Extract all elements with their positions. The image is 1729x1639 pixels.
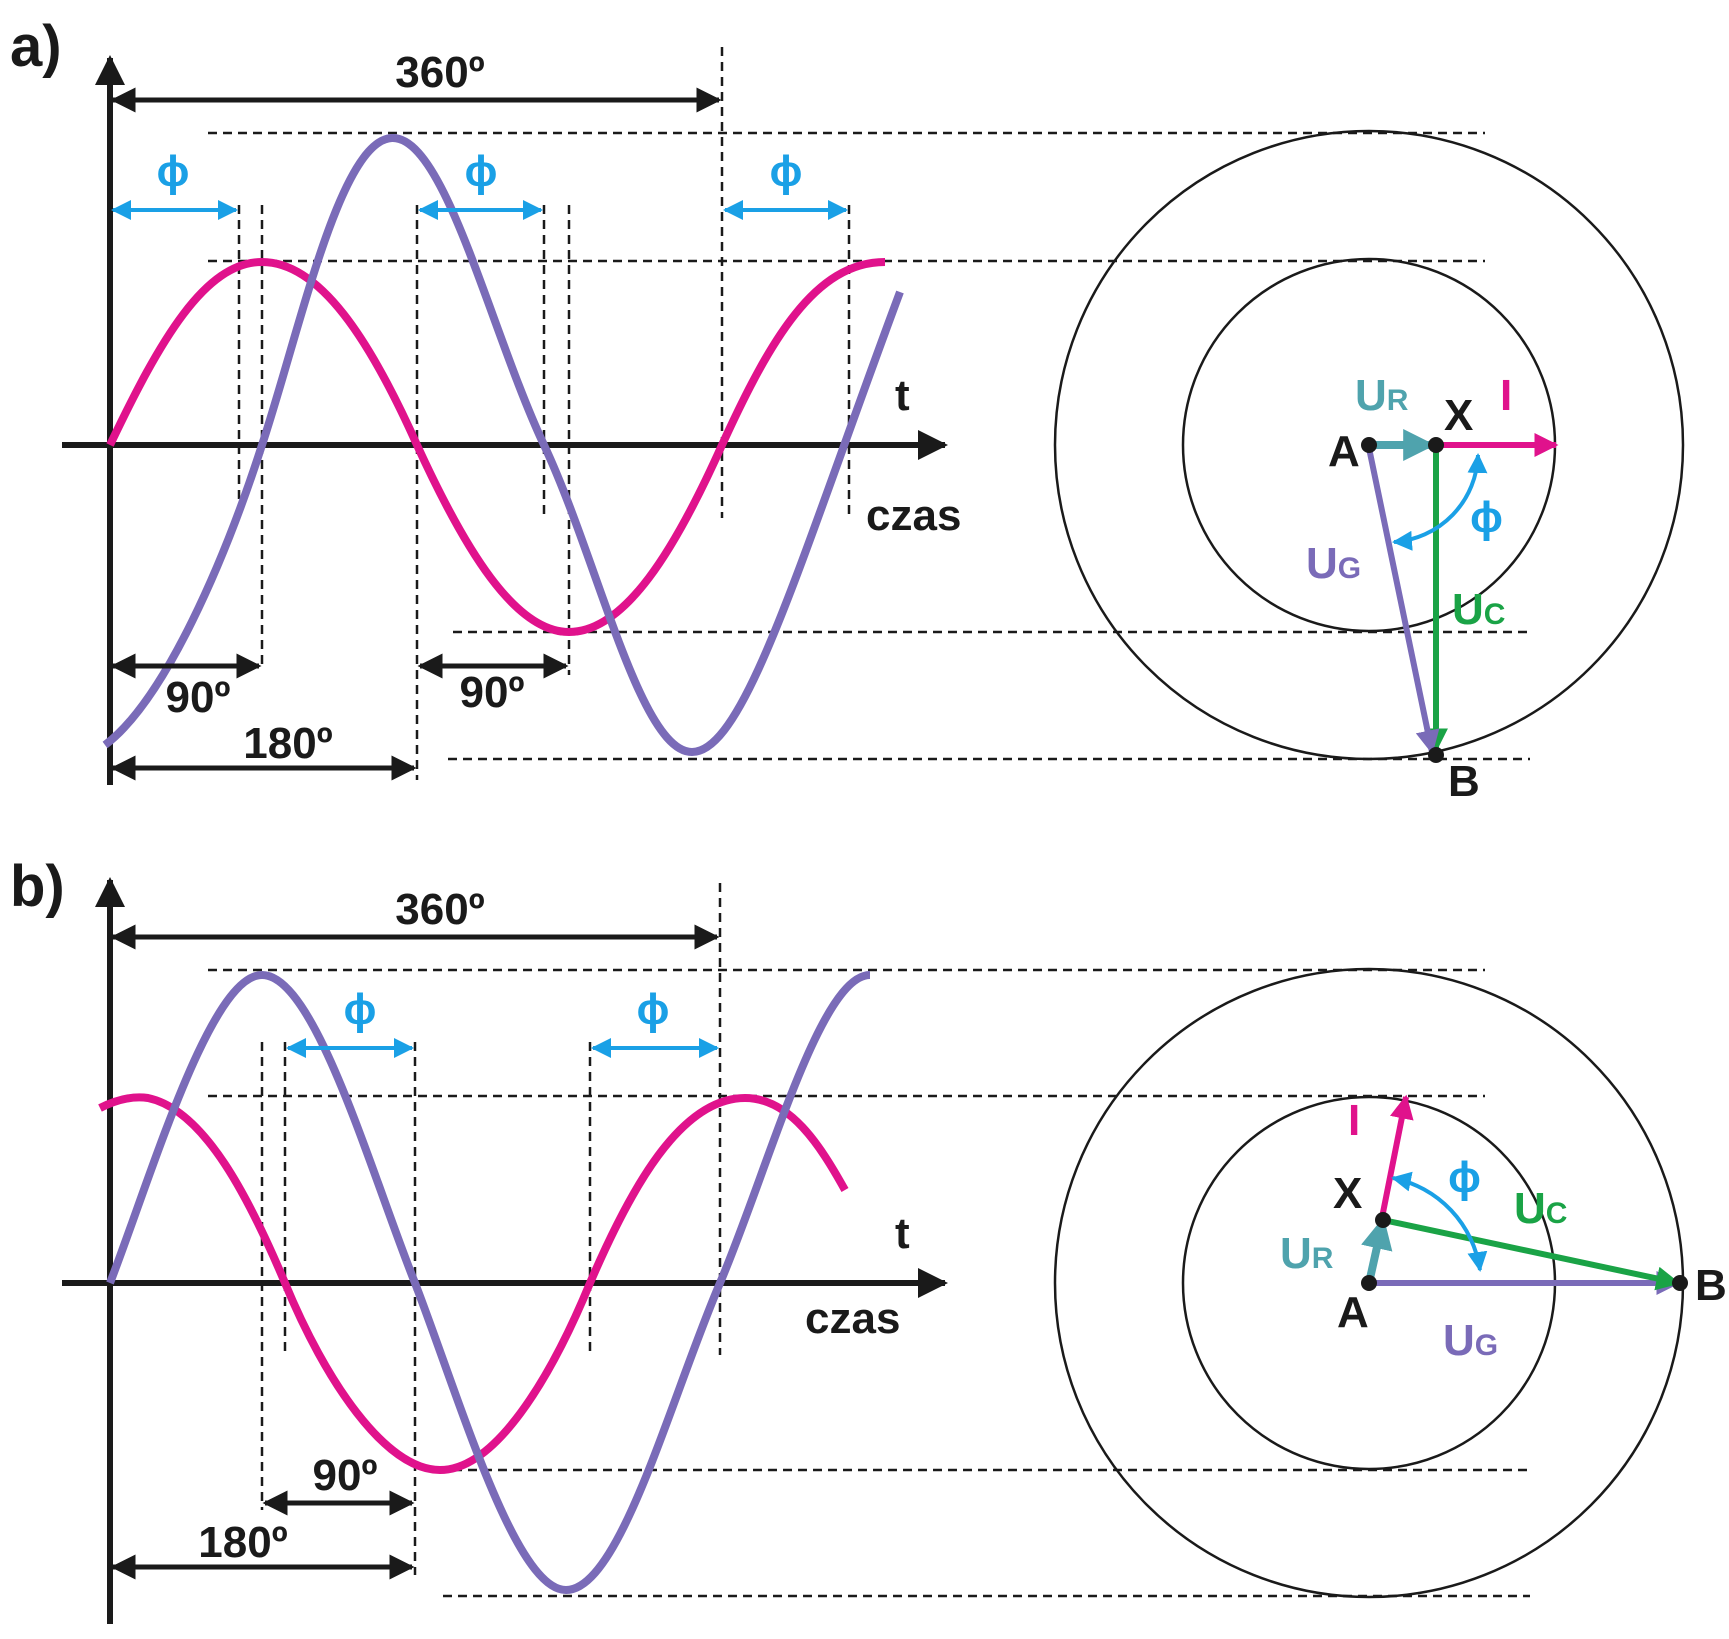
panel-b: b) ϕ ϕ 360º 90º [10,854,1727,1624]
panel-a-uc-sub: C [1484,598,1506,631]
panel-b-czas-label: czas [805,1294,900,1343]
panel-b-ug-main: U [1443,1316,1475,1365]
panel-a-phasor: A X B I UR UG UC ϕ [1053,129,1685,806]
panel-a-ug-main: U [1306,539,1338,588]
panel-b-ur-main: U [1280,1229,1312,1278]
panel-b-label: b) [10,854,65,919]
panel-b-phi-label-2: ϕ [637,985,670,1034]
panel-b-point-b-dot [1672,1275,1688,1291]
panel-b-point-b: B [1695,1261,1727,1310]
panel-a-t-label: t [895,371,910,420]
panel-b-ur-label: UR [1280,1229,1334,1278]
panel-a-ur-label: UR [1355,371,1409,420]
panel-b-current-label: I [1348,1096,1360,1145]
panel-a-ug-label: UG [1306,539,1361,588]
panel-b-current-wave [98,1093,849,1475]
panel-a-point-a: A [1328,427,1360,476]
panel-b-t-label: t [895,1209,910,1258]
panel-a-current-wave [106,257,886,637]
panel-b-generator-wave [106,970,871,1595]
panel-b-uc-sub: C [1546,1197,1568,1230]
panel-a-point-a-dot [1361,437,1377,453]
panel-a-point-x-dot [1428,437,1444,453]
panel-a-point-b-dot [1428,747,1444,763]
panel-a-360-label: 360º [395,48,484,97]
panel-b-axes [62,877,948,1624]
panel-a-generator-phasor [1366,447,1440,755]
panel-b-phi-arc [1391,1171,1488,1272]
panel-a-phi-arc [1392,453,1488,551]
panel-b-guides [208,883,1530,1598]
panel-b-360-label: 360º [395,885,484,934]
panel-b-uc-main: U [1514,1184,1546,1233]
panel-a-point-b: B [1448,757,1480,806]
panel-a-current-label: I [1500,371,1512,420]
panel-a-uc-label: UC [1452,585,1505,634]
panel-a-ur-sub: R [1387,384,1409,417]
panel-b-point-a: A [1337,1288,1369,1337]
panel-b-point-x: X [1333,1169,1362,1218]
panel-a-90-label-1: 90º [165,673,230,722]
panel-a-ug-sub: G [1338,552,1361,585]
panel-a-label: a) [10,14,62,79]
panel-a-180-label: 180º [243,719,332,768]
panel-a-czas-label: czas [866,491,961,540]
panel-b-phasor: A X B I UR UG UC ϕ [1053,967,1727,1599]
panel-a-phi-angle: ϕ [1470,493,1503,542]
panel-a-outer-circle [1053,129,1685,761]
panel-a-uc-main: U [1452,585,1484,634]
panel-a-phi-label-2: ϕ [465,147,498,196]
panel-b-uc-label: UC [1514,1184,1567,1233]
panel-a-ur-main: U [1355,371,1387,420]
panel-a-90-label-2: 90º [459,668,524,717]
panel-a: a) ϕ ϕ ϕ [10,14,1685,806]
panel-b-ug-sub: G [1475,1329,1498,1362]
panel-b-ug-label: UG [1443,1316,1498,1365]
panel-b-90-label: 90º [312,1451,377,1500]
panel-b-phi-angle: ϕ [1448,1153,1481,1202]
panel-a-phi-label-3: ϕ [770,147,803,196]
panel-b-phi-label-1: ϕ [344,985,377,1034]
panel-b-dims [110,924,720,1580]
panel-a-dims [110,87,722,781]
panel-a-axes [62,55,948,785]
panel-a-phi-label-1: ϕ [157,147,190,196]
panel-b-point-x-dot [1375,1212,1391,1228]
panel-b-180-label: 180º [198,1518,287,1567]
panel-b-point-a-dot [1361,1275,1377,1291]
panel-b-resistor-phasor [1361,1216,1393,1284]
panel-a-generator-wave [102,133,904,757]
panel-b-ur-sub: R [1312,1242,1334,1275]
panel-a-point-x: X [1444,391,1473,440]
